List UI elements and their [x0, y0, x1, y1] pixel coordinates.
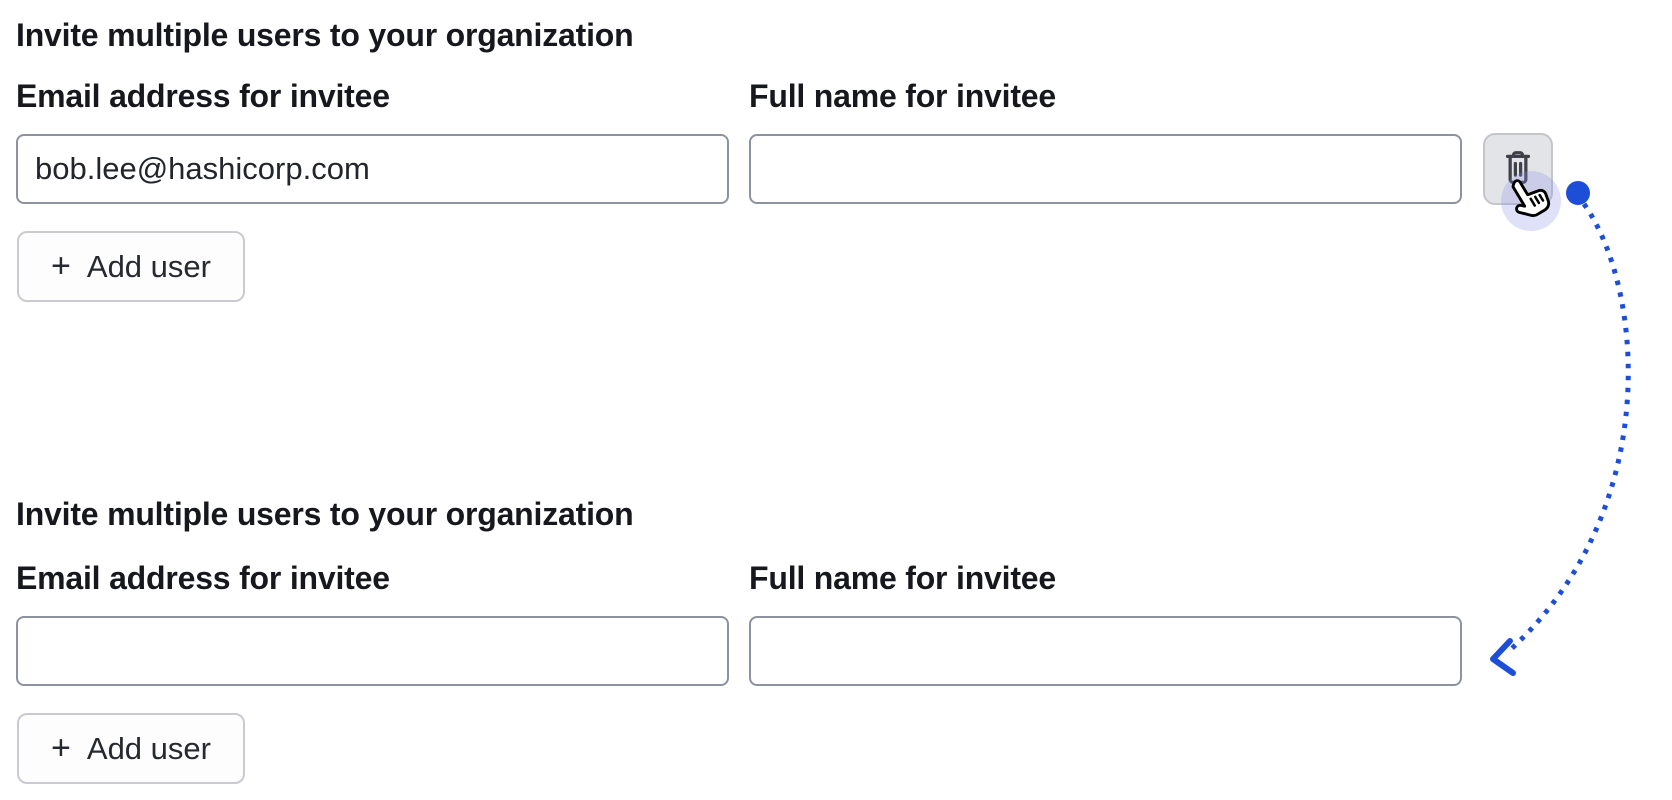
annotation-arrowhead	[1490, 638, 1516, 676]
name-input[interactable]	[749, 616, 1462, 686]
add-user-label: Add user	[86, 730, 211, 766]
email-input[interactable]	[16, 134, 729, 204]
email-label: Email address for invitee	[16, 560, 390, 596]
plus-icon: +	[51, 728, 71, 767]
delete-row-button[interactable]	[1483, 133, 1553, 205]
plus-icon: +	[51, 246, 71, 285]
annotation-arrow-curve	[1507, 202, 1631, 653]
email-input[interactable]	[16, 616, 729, 686]
name-label: Full name for invitee	[749, 560, 1056, 596]
annotation-dot	[1566, 181, 1590, 205]
add-user-button[interactable]: + Add user	[17, 231, 245, 302]
add-user-label: Add user	[86, 248, 211, 284]
section-heading: Invite multiple users to your organizati…	[16, 496, 634, 532]
name-label: Full name for invitee	[749, 78, 1056, 114]
name-input[interactable]	[749, 134, 1462, 204]
trash-icon	[1499, 149, 1537, 189]
add-user-button[interactable]: + Add user	[17, 713, 245, 784]
email-label: Email address for invitee	[16, 78, 390, 114]
section-heading: Invite multiple users to your organizati…	[16, 17, 634, 53]
